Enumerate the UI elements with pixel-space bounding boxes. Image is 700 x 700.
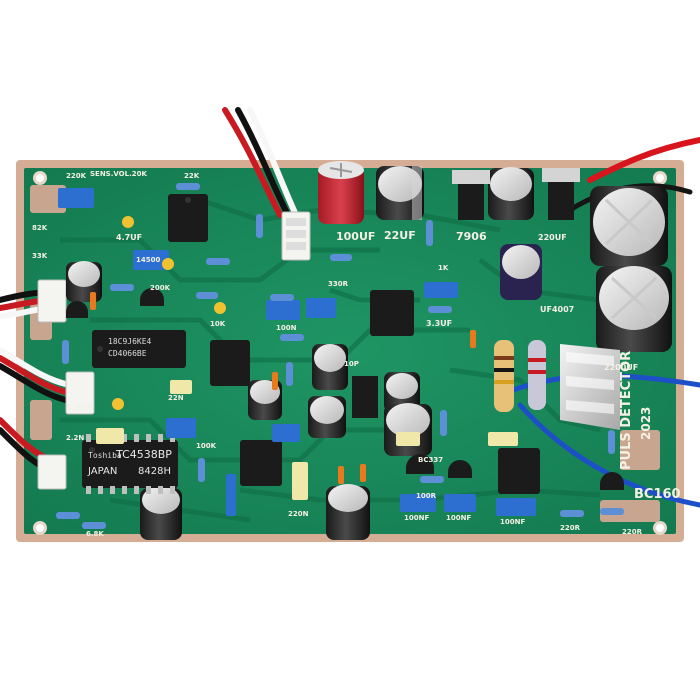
label-uf4007: UF4007 [540,305,574,314]
film-cap-4 [166,418,196,438]
label-7906: 7906 [456,230,487,243]
diodes [90,292,476,484]
capacitor-bottom-left [140,486,182,540]
capacitor-red-100uf [318,161,364,224]
ic-part-number: TC4538BP [115,448,172,461]
ic-origin: JAPAN [87,466,117,477]
capacitor-small-e [384,372,420,412]
label-22uf: 22UF [384,229,416,242]
sens-label: SENS.VOL.20K [90,170,147,178]
label-100nf-b: 100NF [446,514,471,522]
board-title: PULS DETECTOR [619,351,634,470]
label-220k: 220K [66,172,87,180]
connector-top [281,211,311,261]
ic-part-number-2: CD4066BE [108,349,147,358]
label-4-7uf-a: 4.7UF [116,233,142,242]
label-220uf-top: 220UF [538,233,567,242]
ic-dip8-b [210,340,250,386]
ic-dip8-d [240,440,282,486]
label-220r-a: 220R [560,524,581,532]
film-cap-2 [266,300,300,320]
label-trimmer: 14500 [136,256,160,264]
trimmer-pot [133,250,169,270]
ic-dip8-a [168,194,208,242]
connector-left-bottom [37,454,67,490]
heatsink [560,344,620,430]
label-10k: 10K [210,320,226,328]
ic-dip8-c [370,290,414,336]
voltage-regulator-b [542,168,580,220]
capacitor-small-c [248,380,282,420]
film-cap-10 [226,474,236,516]
label-82k: 82K [32,224,48,232]
label-6-8k: 6.8K [86,530,104,538]
connector-left-top [37,279,67,323]
capacitor-small-b [312,344,348,390]
label-22n: 22N [168,394,184,402]
cream-capacitors [96,380,518,500]
film-cap-3 [306,298,336,318]
label-220r-b: 220R [622,528,643,536]
capacitor-220uf-mid [500,244,542,300]
board-year: 2023 [639,407,653,440]
label-100k: 100K [196,442,217,450]
label-10p: 10P [344,360,359,368]
silkscreen: SENS.VOL.20K 100UF 22UF 7906 220UF UF400… [32,170,681,538]
label-3-3uf: 3.3UF [426,319,452,328]
power-resistor-a [494,340,514,412]
capacitor-small-a [66,261,102,302]
label-1k: 1K [438,264,449,272]
ic-dip8-e [498,448,540,494]
mounting-hole [33,171,667,535]
board-model: BC160 [634,487,681,502]
ic-lot-code: 18C9J6KE4 [108,337,152,346]
label-100uf: 100UF [336,230,375,243]
voltage-regulator-a [452,170,490,220]
label-100r: 100R [416,492,437,500]
capacitor-220uf-top [488,167,534,220]
ic-tc4538bp: Toshiba TC4538BP JAPAN 8428H [82,434,178,494]
label-bc337: BC337 [418,456,443,464]
capacitor-22uf [376,166,424,220]
wire-bundle-left-mid [0,347,73,404]
connector-left-mid [65,371,95,415]
label-2200uf: 2200UF [604,363,638,372]
label-220n: 220N [288,510,309,518]
tantalum-capacitors [112,216,226,410]
label-200k: 200K [150,284,171,292]
resistors [56,183,624,529]
film-cap-5 [272,424,300,442]
label-33k: 33K [32,252,48,260]
capacitor-small-d [308,396,346,438]
film-cap-9 [496,498,536,516]
copper-pads [30,185,660,522]
capacitor-medium-f [384,403,432,456]
label-100nf-c: 100NF [500,518,525,526]
wire-power-red [587,137,700,183]
label-330r: 330R [328,280,349,288]
film-cap-1 [58,188,94,208]
power-resistor-b [528,340,546,410]
ic-cd4066: 18C9J6KE4 CD4066BE [92,330,186,368]
label-100n: 100N [276,324,297,332]
label-2-2n: 2.2N [66,434,84,442]
transistors [66,288,624,490]
film-capacitors [58,188,536,516]
label-100nf-a: 100NF [404,514,429,522]
label-4-7uf-c: 4.7UF [66,403,92,412]
wire-bundle-top [222,107,299,218]
label-22k: 22K [184,172,200,180]
ic-date-code: 8428H [138,466,171,477]
ic-brand: Toshiba [88,451,122,460]
voltage-regulator-c [352,376,378,418]
film-cap-6 [424,282,458,298]
capacitor-2200uf-b [596,266,672,352]
film-cap-7 [400,494,436,512]
film-cap-8 [444,494,476,512]
capacitor-2200uf-a [590,186,668,266]
capacitor-bottom-mid [326,484,370,540]
